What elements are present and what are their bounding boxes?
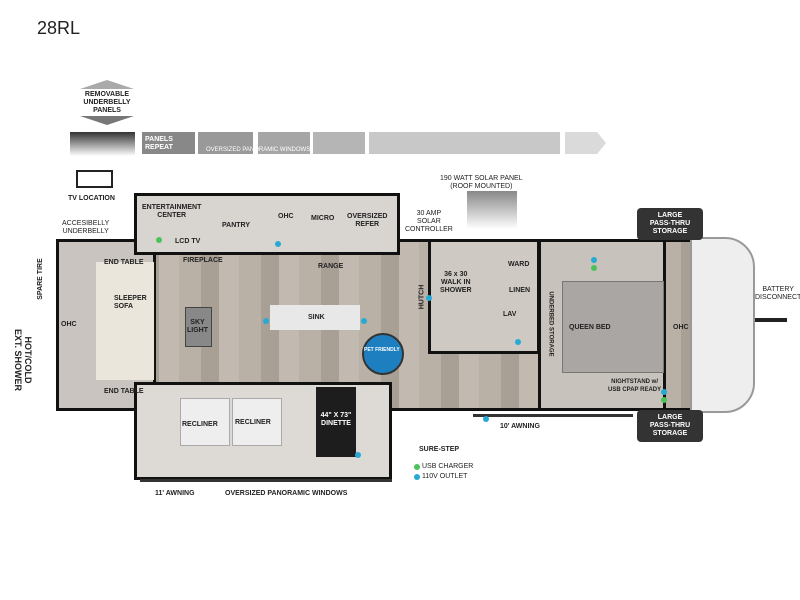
lcd-tv-label: LCD TV	[175, 238, 201, 245]
top-slideout	[134, 193, 400, 255]
awning-11	[140, 479, 392, 482]
bottom-windows-label: OVERSIZED PANORAMIC WINDOWS	[225, 490, 348, 497]
kitchen-ohc-label: OHC	[278, 213, 294, 220]
pass-thru-storage-top	[637, 208, 703, 240]
solar-panel	[467, 191, 517, 229]
panels-repeat-segment: PANELS REPEAT	[142, 132, 195, 154]
outlet-icon	[414, 474, 420, 480]
underbelly-label: REMOVABLE UNDERBELLY PANELS	[83, 91, 131, 114]
windows-label: OVERSIZED PANORAMIC WINDOWS	[206, 147, 311, 153]
underbelly-panel	[70, 132, 135, 156]
arrow-up-icon	[80, 80, 134, 89]
outlet-icon	[275, 241, 281, 247]
legend-usb-label: USB CHARGER	[422, 463, 474, 470]
dinette-table	[316, 387, 356, 457]
usb-charger-icon	[156, 237, 162, 243]
ext-shower-label: HOT/COLD EXT. SHOWER	[13, 328, 34, 392]
outlet-icon	[355, 452, 361, 458]
outlet-icon	[263, 318, 269, 324]
outlet-icon	[361, 318, 367, 324]
solar-controller-label: 30 AMP SOLAR CONTROLLER	[405, 210, 453, 233]
shower-label: 36 x 30 WALK IN SHOWER	[440, 271, 472, 294]
outlet-icon	[661, 389, 667, 395]
sofa	[96, 262, 154, 380]
pass-thru-bottom-label: LARGE PASS-THRU STORAGE	[649, 414, 691, 437]
pass-thru-top-label: LARGE PASS-THRU STORAGE	[649, 212, 691, 235]
awning-10-label: 10' AWNING	[500, 423, 540, 430]
panel-segment	[369, 132, 560, 154]
tv-icon	[76, 170, 113, 188]
panel-segment	[258, 132, 310, 154]
entertainment-center-label: ENTERTAINMENT CENTER	[142, 204, 202, 219]
sure-step-label: SURE-STEP	[419, 446, 460, 453]
sink-label: SINK	[308, 314, 325, 321]
panel-segment	[313, 132, 365, 154]
usb-charger-icon	[661, 397, 667, 403]
pantry-label: PANTRY	[222, 222, 250, 229]
ward-label: WARD	[508, 261, 530, 268]
arrow-down-icon	[80, 116, 134, 125]
queen-bed	[562, 281, 664, 373]
awning-10	[473, 414, 633, 417]
lav-label: LAV	[503, 311, 517, 318]
hitch	[755, 318, 787, 322]
panel-segment	[198, 132, 253, 154]
outlet-icon	[515, 339, 521, 345]
outlet-icon	[426, 295, 432, 301]
recliner	[180, 398, 230, 446]
front-cap	[690, 237, 755, 413]
recliner-label: RECLINER	[235, 419, 271, 426]
model-title: 28RL	[37, 18, 81, 38]
battery-disconnect-label: BATTERY DISCONNECT	[755, 286, 800, 301]
pass-thru-storage-bottom	[637, 410, 703, 442]
micro-label: MICRO	[311, 215, 335, 222]
kitchen-island	[270, 305, 360, 330]
usb-charger-icon	[414, 464, 420, 470]
spare-tire-label: SPARE TIRE	[36, 258, 44, 300]
end-table-label: END TABLE	[104, 388, 144, 395]
refer-label: OVERSIZED REFER	[347, 213, 388, 228]
sleeper-sofa-label: SLEEPER SOFA	[114, 295, 147, 310]
end-table-label: END TABLE	[104, 259, 144, 266]
bathroom	[428, 239, 540, 354]
sky-light-label: SKY LIGHT	[187, 319, 208, 334]
pet-friendly-label: PET FRIENDLY	[364, 347, 400, 353]
nightstand-label: NIGHTSTAND w/ USB CPAP READY	[608, 379, 662, 393]
legend-outlet-label: 110V OUTLET	[422, 473, 468, 480]
panel-segment	[565, 132, 597, 154]
accessible-underbelly-label: ACCESIBELLY UNDERBELLY	[62, 220, 110, 235]
range-label: RANGE	[318, 263, 344, 270]
front-ohc-label: OHC	[673, 324, 689, 331]
recliner	[232, 398, 282, 446]
rear-ohc-label: OHC	[61, 321, 77, 328]
tv-location-label: TV LOCATION	[68, 195, 115, 202]
underbed-storage-label: UNDERBED STORAGE	[547, 291, 554, 357]
linen-label: LINEN	[509, 287, 530, 294]
queen-bed-label: QUEEN BED	[569, 324, 611, 331]
pet-friendly-badge	[362, 333, 404, 375]
sky-light	[185, 307, 212, 347]
outlet-icon	[591, 257, 597, 263]
fireplace-label: FIREPLACE	[183, 257, 223, 264]
solar-panel-label: 190 WATT SOLAR PANEL (ROOF MOUNTED)	[440, 175, 523, 190]
awning-11-label: 11' AWNING	[155, 490, 195, 497]
outlet-icon	[483, 416, 489, 422]
recliner-label: RECLINER	[182, 421, 218, 428]
usb-charger-icon	[591, 265, 597, 271]
arrow-right-icon	[597, 132, 606, 154]
dinette-label: 44" X 73" DINETTE	[320, 412, 352, 427]
